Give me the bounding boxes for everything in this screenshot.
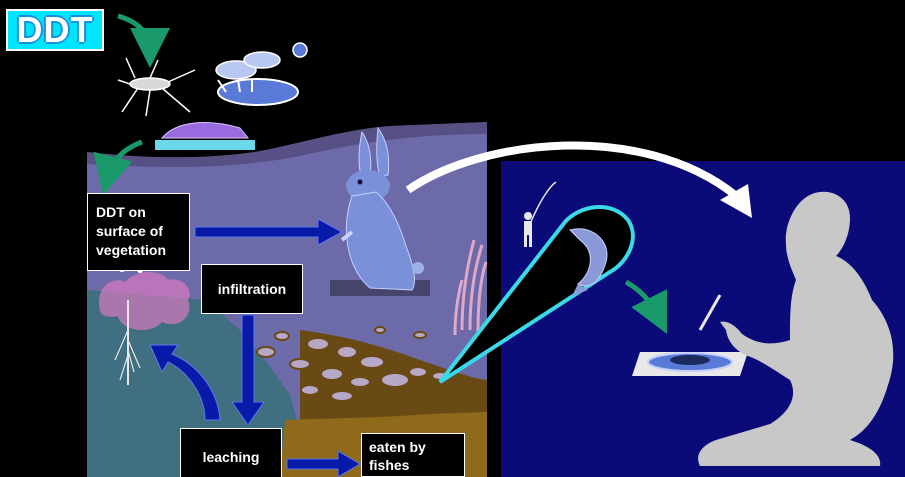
rabbit-icon [330,126,430,296]
arrow-infiltration-down [231,314,265,426]
label-line: fishes [369,457,410,473]
title-badge: DDT [6,9,104,51]
fish-cone [438,205,635,384]
label-eaten-by-fishes: eaten by fishes [361,433,465,477]
plate-icon [632,352,748,376]
label-line: eaten by [369,439,426,455]
pregnant-woman-icon [698,191,894,467]
flow-arrows [149,218,361,477]
teal-arrows [93,13,667,334]
label-line: DDT on [96,204,146,220]
grass-icon [453,239,488,336]
label-ddt-on-vegetation: DDT on surface of vegetation [87,193,190,271]
label-leaching: leaching [180,428,282,477]
mosquito-icon [117,57,196,117]
wasp-icon [215,42,308,106]
fisherman-icon [524,181,557,247]
dandelion-icon [99,264,190,385]
label-line: vegetation [96,242,167,258]
fish-icon [569,228,608,296]
arrow-leaching-up [149,344,221,421]
arrow-to-fishes [286,450,361,477]
label-infiltration: infiltration [201,264,303,314]
arrow-to-rabbit [194,218,344,246]
label-line: surface of [96,223,163,239]
fork-icon [698,294,722,331]
caterpillar-icon [155,122,255,150]
arrow-to-human [405,141,752,218]
